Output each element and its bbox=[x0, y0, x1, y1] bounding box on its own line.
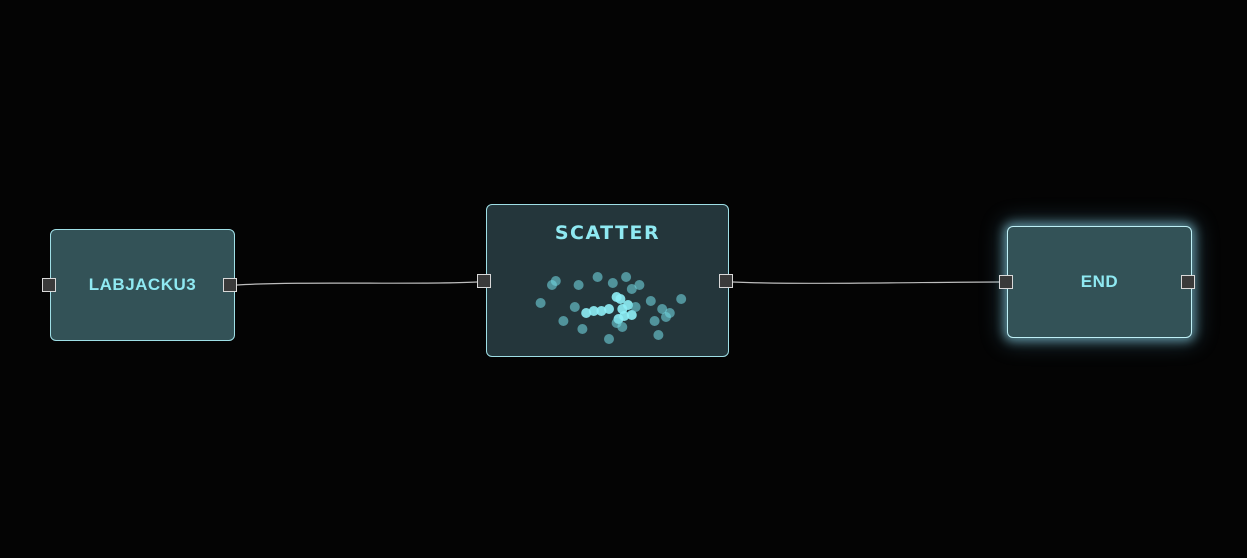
scatter-point bbox=[573, 280, 584, 290]
scatter-point bbox=[649, 316, 660, 326]
scatter-point bbox=[676, 294, 687, 304]
scatter-point bbox=[596, 306, 607, 316]
scatter-point bbox=[657, 304, 668, 314]
node-end[interactable]: END bbox=[1007, 226, 1192, 338]
scatter-thumbnail bbox=[535, 272, 687, 344]
scatter-point bbox=[577, 324, 588, 334]
scatter-point bbox=[645, 296, 656, 306]
scatter-point bbox=[604, 304, 614, 314]
labjack-input-port[interactable] bbox=[42, 278, 56, 292]
scatter-point bbox=[634, 280, 645, 290]
scatter-point bbox=[611, 318, 622, 328]
node-label: END bbox=[1080, 272, 1119, 291]
end-output-port[interactable] bbox=[1181, 275, 1195, 289]
scatter-point bbox=[617, 304, 628, 314]
scatter-point bbox=[588, 306, 599, 316]
scatter-point bbox=[621, 272, 632, 282]
labjack-output-port[interactable] bbox=[223, 278, 237, 292]
edge-labjack-to-scatter bbox=[236, 281, 478, 286]
node-scatter[interactable]: SCATTER bbox=[486, 204, 729, 357]
scatter-point bbox=[626, 284, 637, 294]
scatter-point bbox=[558, 316, 569, 326]
scatter-point bbox=[653, 330, 664, 340]
scatter-output-port[interactable] bbox=[719, 274, 733, 288]
scatter-point bbox=[569, 302, 580, 312]
node-label: LABJACKU3 bbox=[88, 275, 197, 294]
scatter-point bbox=[626, 310, 637, 320]
scatter-input-port[interactable] bbox=[477, 274, 491, 288]
scatter-point bbox=[664, 308, 675, 318]
scatter-point bbox=[607, 278, 618, 288]
scatter-point bbox=[547, 280, 557, 290]
scatter-point bbox=[592, 272, 603, 282]
scatter-point bbox=[535, 298, 546, 308]
end-input-port[interactable] bbox=[999, 275, 1013, 289]
scatter-point bbox=[615, 294, 626, 304]
scatter-point bbox=[630, 302, 641, 312]
scatter-point bbox=[604, 334, 614, 344]
scatter-point bbox=[581, 308, 592, 318]
node-label: SCATTER bbox=[554, 222, 661, 244]
node-labjacku3[interactable]: LABJACKU3 bbox=[50, 229, 235, 341]
edge-scatter-to-end bbox=[732, 281, 1000, 284]
